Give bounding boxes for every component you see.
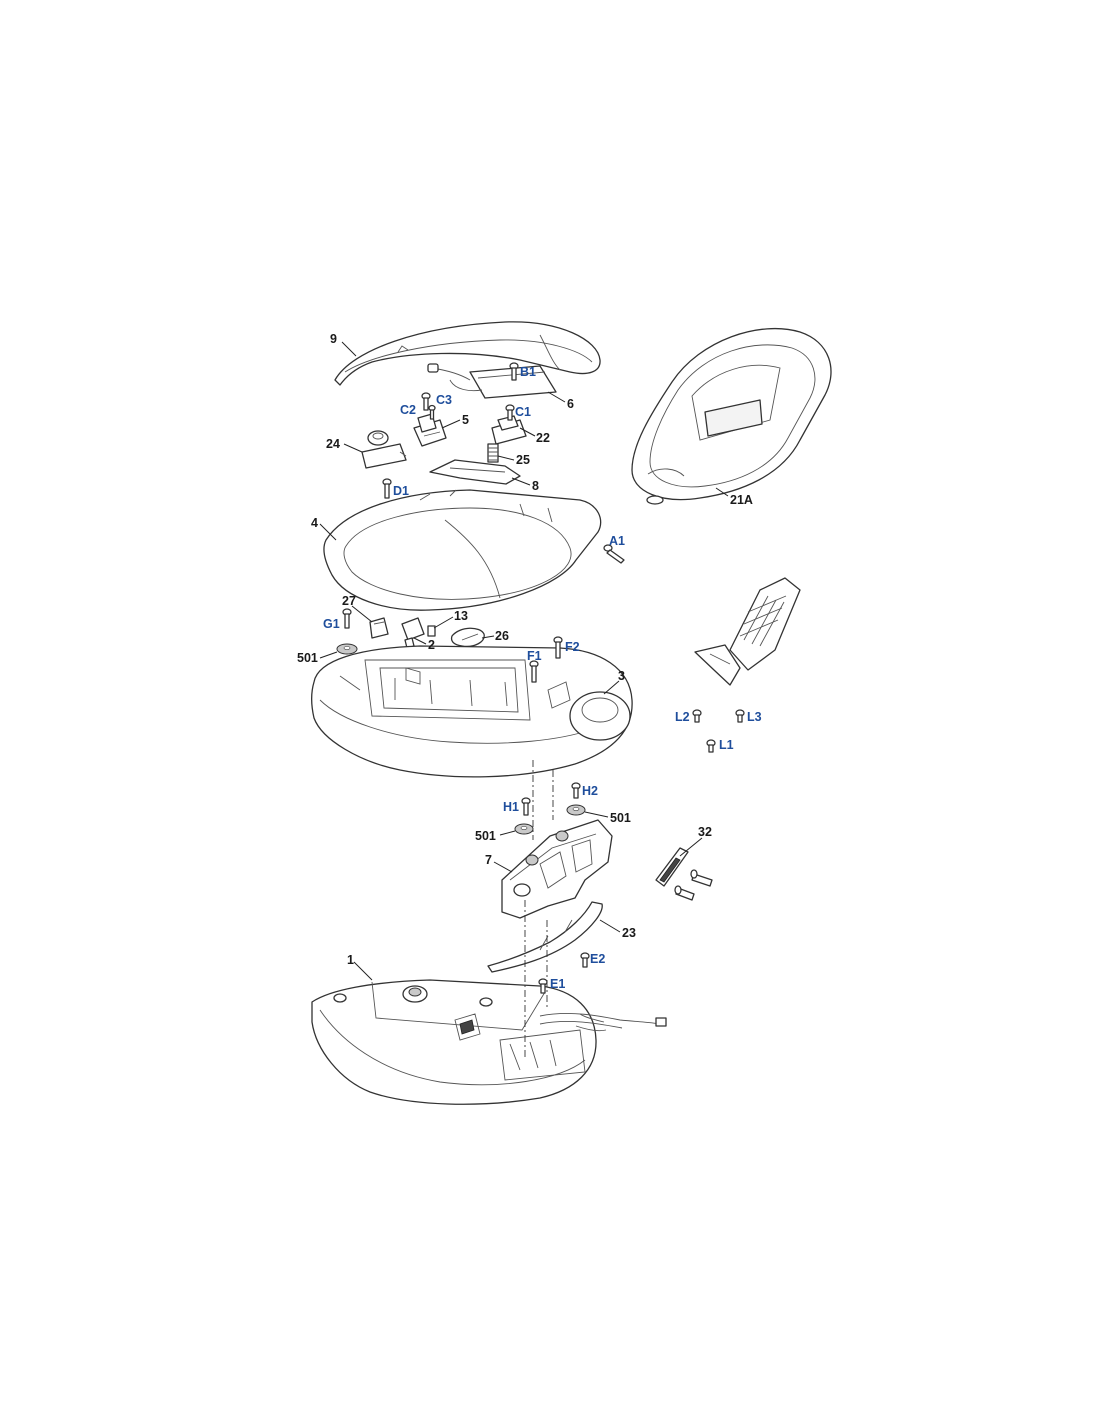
screw-G1 <box>342 608 352 629</box>
label-fastener-L3: L3 <box>747 710 762 724</box>
alignment-lines <box>524 760 554 1060</box>
label-fastener-F2: F2 <box>565 640 580 654</box>
part-21A-water-tank <box>631 328 832 505</box>
part-13-spring <box>427 625 436 637</box>
part-501-washer-right <box>566 804 586 816</box>
screw-C2 <box>421 392 431 411</box>
label-part-3: 3 <box>618 669 625 683</box>
label-fastener-L2: L2 <box>675 710 690 724</box>
label-part-5: 5 <box>462 413 469 427</box>
label-part-13: 13 <box>454 609 468 623</box>
label-fastener-F1: F1 <box>527 649 542 663</box>
label-fastener-C2: C2 <box>400 403 416 417</box>
label-fastener-H2: H2 <box>582 784 598 798</box>
part-501-washer-left <box>336 643 358 655</box>
label-part-25: 25 <box>516 453 530 467</box>
label-fastener-L1: L1 <box>719 738 734 752</box>
label-part-1: 1 <box>347 953 354 967</box>
label-part-2: 2 <box>428 638 435 652</box>
part-2-button <box>401 617 425 649</box>
part-27-clip <box>369 617 389 639</box>
label-part-9: 9 <box>330 332 337 346</box>
part-22-switch <box>491 415 527 445</box>
screw-C3 <box>428 404 436 420</box>
part-9-top-cover <box>334 321 601 386</box>
screw-C1 <box>505 404 515 421</box>
leader-lines <box>319 341 729 981</box>
screw-F2 <box>553 636 563 659</box>
part-32-bracket <box>655 847 689 887</box>
part-1-soleplate-base <box>311 979 667 1105</box>
part-8-lever <box>429 459 521 485</box>
cord-guard <box>694 577 801 686</box>
label-part-26: 26 <box>495 629 509 643</box>
screw-F1 <box>529 660 539 683</box>
label-part-32: 32 <box>698 825 712 839</box>
screw-E2 <box>580 952 590 968</box>
label-part-7: 7 <box>485 853 492 867</box>
label-fastener-C3: C3 <box>436 393 452 407</box>
label-fastener-E2: E2 <box>590 952 605 966</box>
part-5-switch <box>413 413 447 447</box>
part-24-selector <box>361 430 407 469</box>
part-3-lower-housing <box>311 645 633 778</box>
part-6-control-board <box>427 363 557 399</box>
label-fastener-H1: H1 <box>503 800 519 814</box>
screw-L2 <box>692 709 702 723</box>
screw-L3 <box>735 709 745 723</box>
part-32-screws <box>674 869 713 901</box>
label-fastener-E1: E1 <box>550 977 565 991</box>
screw-A1 <box>603 544 625 564</box>
label-fastener-A1: A1 <box>609 534 625 548</box>
label-part-501-left: 501 <box>297 651 318 665</box>
part-4-upper-housing <box>323 489 602 611</box>
screw-H1 <box>521 797 531 816</box>
screw-H2 <box>571 782 581 799</box>
part-7-chassis <box>501 819 613 919</box>
label-part-4: 4 <box>311 516 318 530</box>
screw-B1 <box>509 362 519 381</box>
label-part-501-mid: 501 <box>475 829 496 843</box>
label-part-22: 22 <box>536 431 550 445</box>
screw-D1 <box>382 478 392 499</box>
label-part-6: 6 <box>567 397 574 411</box>
label-part-21A: 21A <box>730 493 753 507</box>
part-labels: 9 6 5 22 24 25 8 4 21A 27 13 26 2 501 3 … <box>297 332 753 967</box>
label-part-23: 23 <box>622 926 636 940</box>
fastener-labels: B1 C2 C3 C1 D1 A1 G1 F1 F2 L2 L3 L1 H1 H… <box>323 365 762 991</box>
label-fastener-C1: C1 <box>515 405 531 419</box>
label-fastener-D1: D1 <box>393 484 409 498</box>
part-501-washer-mid <box>514 823 534 835</box>
label-part-8: 8 <box>532 479 539 493</box>
label-part-27: 27 <box>342 594 356 608</box>
label-part-24: 24 <box>326 437 340 451</box>
screw-L1 <box>706 739 716 753</box>
screw-E1 <box>538 978 548 994</box>
part-25-spring <box>487 443 499 463</box>
label-fastener-B1: B1 <box>520 365 536 379</box>
label-fastener-G1: G1 <box>323 617 340 631</box>
label-part-501-right: 501 <box>610 811 631 825</box>
part-26-knob <box>450 627 485 648</box>
